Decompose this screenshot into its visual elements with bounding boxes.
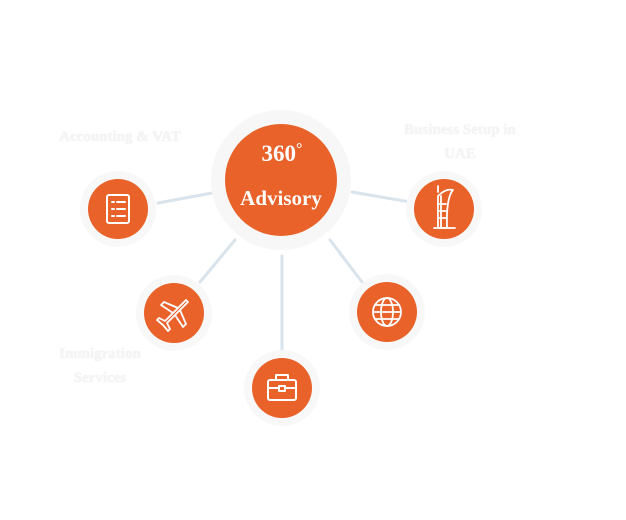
node-accounting[interactable]: [80, 171, 156, 247]
node-corporate[interactable]: [244, 350, 320, 426]
label-accounting: Accounting & VAT: [59, 129, 181, 145]
connector-accounting: [156, 191, 214, 205]
burj-al-arab-icon: [433, 185, 456, 229]
label-business-setup-line2: UAE: [444, 146, 476, 162]
airplane-icon: [156, 299, 189, 332]
label-immigration-line2: Services: [73, 370, 127, 386]
node-global[interactable]: [349, 274, 425, 350]
label-business-setup-line1: Business Setup in: [404, 122, 516, 138]
center-number-value: 360: [261, 141, 297, 166]
center-title: Advisory: [240, 186, 322, 210]
connector-immigration: [198, 238, 237, 284]
degree-symbol: °: [296, 141, 303, 158]
label-immigration-line1: Immigration: [59, 346, 141, 362]
center-hub[interactable]: [211, 110, 351, 250]
node-business-setup[interactable]: [406, 171, 482, 247]
label-business-setup: Business Setup in UAE: [380, 120, 540, 164]
briefcase-icon: [267, 374, 297, 401]
globe-icon: [372, 297, 402, 327]
connector-global: [328, 238, 364, 284]
connectors: [156, 190, 412, 354]
connector-business-setup: [350, 190, 412, 204]
center-number: 360°: [246, 140, 318, 168]
node-immigration[interactable]: [136, 275, 212, 351]
label-immigration: Immigration Services: [30, 344, 170, 388]
document-list-icon: [106, 194, 130, 224]
